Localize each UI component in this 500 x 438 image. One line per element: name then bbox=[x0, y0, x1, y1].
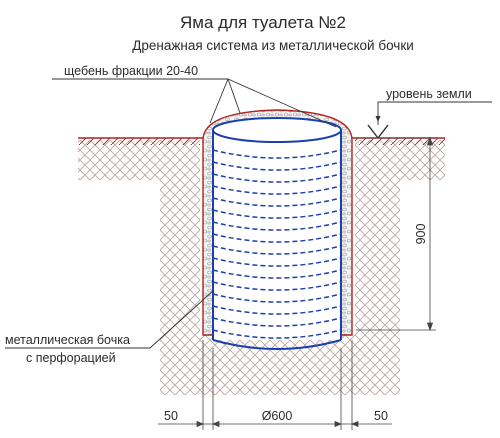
depth-dimension bbox=[356, 136, 436, 332]
soil-mass bbox=[78, 140, 445, 395]
perforation-ring bbox=[212, 185, 342, 195]
perforation-ring bbox=[212, 293, 342, 303]
perforation-ring bbox=[212, 305, 342, 315]
ground-level-marker bbox=[367, 101, 492, 139]
perforation-ring bbox=[212, 233, 342, 243]
width-dimensions bbox=[158, 340, 392, 430]
depth-value: 900 bbox=[414, 224, 428, 245]
perforation-ring bbox=[212, 281, 342, 291]
barrel-label-line1: металлическая бочка bbox=[5, 333, 130, 347]
gap-left-value: 50 bbox=[164, 409, 178, 423]
diagram-subtitle: Дренажная система из металлической бочки bbox=[132, 38, 414, 53]
perforation-ring bbox=[212, 269, 342, 279]
topsoil-left bbox=[78, 138, 200, 145]
barrel-leader bbox=[5, 289, 215, 349]
perforation-ring bbox=[212, 161, 342, 171]
perforation-ring bbox=[212, 149, 342, 159]
perforation-ring bbox=[212, 221, 342, 231]
topsoil-right bbox=[355, 138, 445, 145]
gravel-leaders bbox=[52, 78, 337, 128]
perforation-ring bbox=[212, 317, 342, 327]
metal-barrel bbox=[212, 117, 342, 350]
gravel-label: щебень фракции 20-40 bbox=[64, 64, 198, 78]
perforation-ring bbox=[212, 329, 342, 339]
ground-level-label: уровень земли bbox=[386, 87, 472, 101]
perforation-ring bbox=[212, 173, 342, 183]
gap-right-value: 50 bbox=[374, 409, 388, 423]
perforation-ring bbox=[212, 245, 342, 255]
perforation-ring bbox=[212, 209, 342, 219]
perforation-ring bbox=[212, 197, 342, 207]
diagram-title: Яма для туалета №2 bbox=[180, 13, 346, 32]
diameter-value: Ø600 bbox=[262, 409, 293, 423]
barrel-label-line2: с перфорацией bbox=[26, 351, 116, 365]
perforation-ring bbox=[212, 257, 342, 267]
barrel-rings bbox=[212, 149, 342, 339]
